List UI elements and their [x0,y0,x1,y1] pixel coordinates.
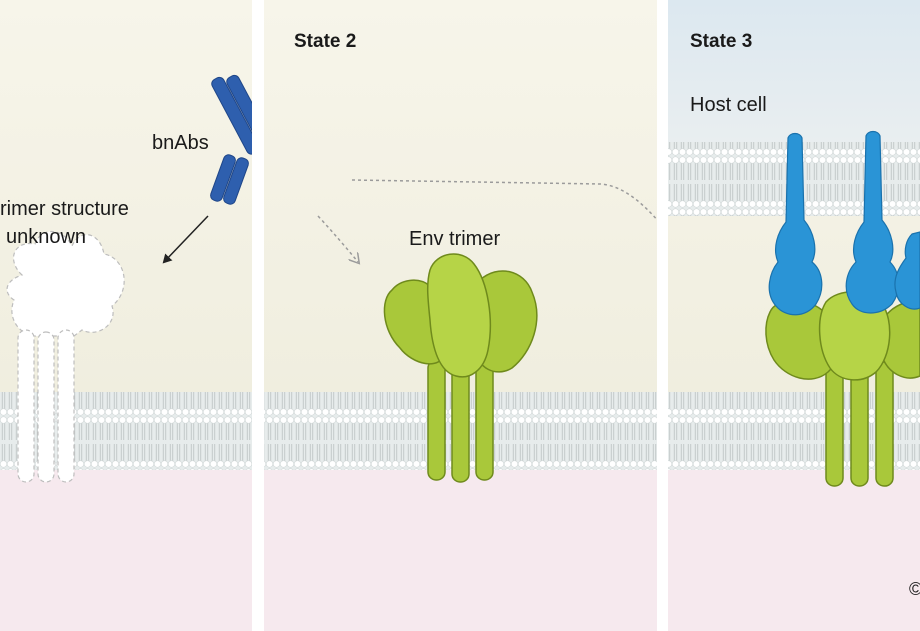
panel-3-caption: Host cell [690,94,767,116]
panel-2-title: State 2 [294,31,356,52]
panel-2-cytoplasm [264,470,657,631]
dotted-arrow-to-trimer [317,215,358,262]
antibody-arrow [162,215,209,264]
panel-1-cytoplasm [0,470,252,631]
unknown-trimer [6,230,125,483]
panel-3-host-region [668,0,920,142]
env-trimer [383,253,538,483]
corner-mark: © [909,579,920,599]
panel-3-title: State 3 [690,31,752,52]
panel-3-cytoplasm [668,470,920,631]
panel-2-caption: Env trimer [409,228,500,250]
panel-3: State 3 Host cell © [668,0,920,631]
antibody-label: bnAbs [152,132,209,154]
panel-divider-1 [252,0,264,631]
bound-env-trimer [765,291,920,487]
panel-1: bnAbs rimer structure unknown [0,0,310,631]
panel-2: State 2 Env trimer [264,0,688,631]
panel-1-caption-line-2: unknown [6,226,86,248]
panel-divider-2 [657,0,668,631]
panel-1-caption-line-1: rimer structure [0,198,129,220]
